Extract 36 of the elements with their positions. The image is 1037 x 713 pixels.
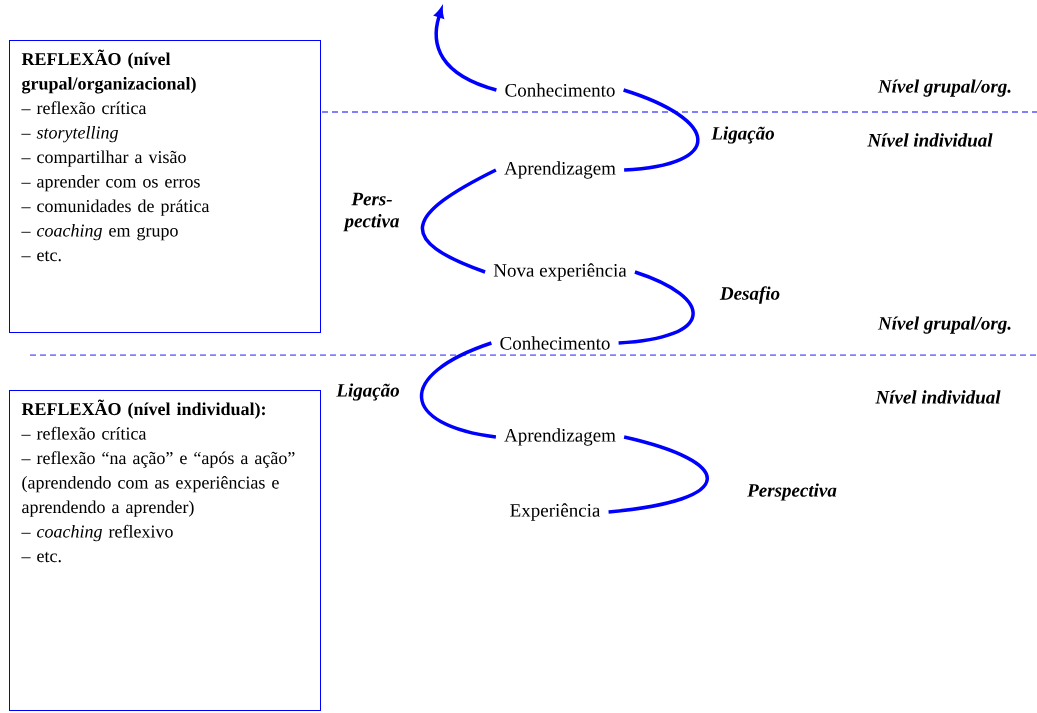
arrow	[434, 7, 497, 92]
level-label: Nível grupal/org.	[877, 79, 1011, 97]
box-heading: REFLEXÃO (nível individual):	[21, 399, 265, 419]
edge-label: Pers- pectiva	[343, 192, 399, 232]
list-item: – storytelling	[21, 125, 118, 143]
list-item: – aprender com os erros	[21, 174, 200, 192]
level-label: Nível individual	[875, 390, 1001, 404]
list-item: – reflexão “na ação” e “após a ação” (aprendendo com as experiências e aprendendo a aprender)	[21, 451, 295, 517]
stage-label: Experiência	[510, 503, 601, 521]
edge-label: Perspectiva	[747, 483, 837, 501]
list-item: – compartilhar a visão	[21, 150, 186, 167]
list-item: – reflexão crítica	[21, 101, 147, 115]
edge-label: Ligação	[336, 383, 399, 401]
curved-connector	[618, 270, 695, 345]
edge-label: Ligação	[711, 126, 774, 144]
level-label: Nível grupal/org.	[877, 316, 1011, 334]
stage-label: Aprendizagem	[504, 161, 616, 179]
curved-connector	[608, 435, 709, 514]
box-heading: REFLEXÃO (nível grupal/organizacional)	[21, 49, 196, 94]
text-box	[9, 40, 321, 333]
stage-label: Conhecimento	[505, 83, 615, 97]
list-item: – coaching em grupo	[21, 223, 178, 241]
stage-label: Aprendizagem	[504, 428, 616, 446]
edge-label: Desafio	[719, 286, 780, 304]
curved-connector	[419, 341, 497, 439]
list-item: – coaching reflexivo	[21, 524, 173, 542]
list-item: – etc.	[21, 250, 61, 262]
level-label: Nível individual	[867, 133, 993, 147]
text-box	[9, 390, 321, 711]
curved-connector	[421, 168, 497, 274]
list-item: – comunidades de prática	[21, 199, 210, 216]
list-item: – reflexão crítica	[21, 426, 147, 440]
stage-label: Nova experiência	[493, 263, 627, 281]
list-item: – etc.	[21, 551, 61, 563]
stage-label: Conhecimento	[500, 336, 610, 350]
curved-connector	[623, 88, 700, 172]
